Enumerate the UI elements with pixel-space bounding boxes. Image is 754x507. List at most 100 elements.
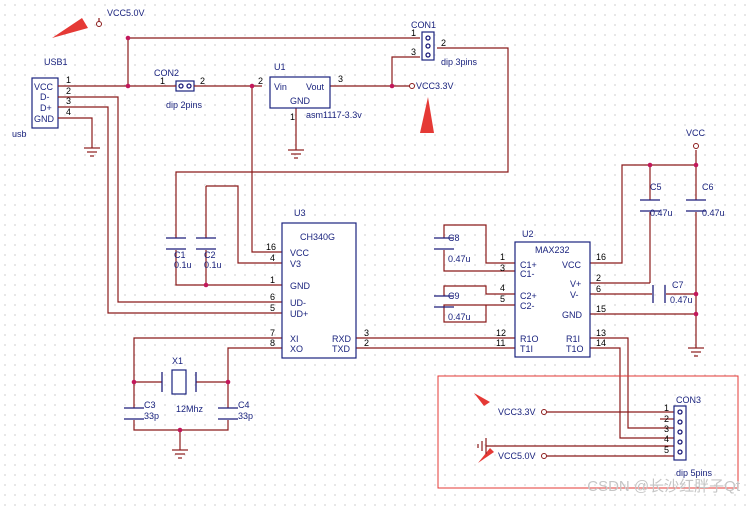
- u3-num-1: 1: [270, 275, 275, 285]
- vcc-right-label: VCC: [686, 128, 706, 138]
- c4-val: 33p: [238, 411, 253, 421]
- usb1-num-4: 4: [66, 107, 71, 117]
- u2-num-12: 12: [496, 328, 506, 338]
- con3-num-1: 1: [664, 403, 669, 413]
- c8-ref: C8: [448, 233, 460, 243]
- usb1-num-3: 3: [66, 96, 71, 106]
- u3-num-6: 6: [270, 292, 275, 302]
- u3-num-2: 2: [364, 338, 369, 348]
- c3-ref: C3: [144, 400, 156, 410]
- vcc5-box-net: VCC5.0V: [498, 451, 547, 461]
- usb1-pin-gnd: GND: [34, 114, 55, 124]
- c4-ref: C4: [238, 400, 250, 410]
- annotation-arrow-top: [52, 18, 88, 38]
- annotation-arrow-box-1: [474, 393, 490, 406]
- con2-desc: dip 2pins: [166, 100, 203, 110]
- watermark-text: CSDN @长沙红胖子Qt: [587, 478, 740, 495]
- u1-ref: U1: [274, 62, 286, 72]
- u2-pin-gnd: GND: [562, 310, 583, 320]
- c7-ref: C7: [672, 280, 684, 290]
- u1-pin-out: 3: [338, 74, 343, 84]
- usb1-num-2: 2: [66, 86, 71, 96]
- u3-pin-v3: V3: [290, 259, 301, 269]
- usb1-ref: USB1: [44, 57, 68, 67]
- u3-num-4: 4: [270, 253, 275, 263]
- con1-ref: CON1: [411, 20, 436, 30]
- u2-num-11: 11: [496, 338, 505, 348]
- u1-gnd: GND: [290, 96, 311, 106]
- con3-num-4: 4: [664, 434, 669, 444]
- con3-num-3: 3: [664, 424, 669, 434]
- u1-vout: Vout: [306, 82, 325, 92]
- c9-val: 0.47u: [448, 312, 471, 322]
- u1-regulator: U1 Vin Vout GND 2 3 1 asm1117-3.3v: [258, 62, 362, 122]
- vcc33-mid-net: VCC3.3V: [409, 81, 454, 91]
- c6-capacitor: C6 0.47u: [686, 182, 725, 218]
- x1-ref: X1: [172, 356, 183, 366]
- con2-pin2: 2: [200, 76, 205, 86]
- u2-num-5: 5: [500, 294, 505, 304]
- x1-crystal: X1 12Mhz: [161, 356, 204, 414]
- u2-num-14: 14: [596, 338, 606, 348]
- u3-num-5: 5: [270, 303, 275, 313]
- con3-num-2: 2: [664, 414, 669, 424]
- u2-pin-c2minus: C2-: [520, 301, 535, 311]
- u2-pin-c1minus: C1-: [520, 269, 535, 279]
- u2-num-3: 3: [500, 263, 505, 273]
- u2-num-1: 1: [500, 252, 505, 262]
- vcc33-mid-label: VCC3.3V: [416, 81, 454, 91]
- c8-capacitor: C8 0.47u: [434, 233, 471, 264]
- u3-num-8: 8: [270, 338, 275, 348]
- con1-pin3: 3: [411, 47, 416, 57]
- u2-part: MAX232: [535, 245, 570, 255]
- u3-pin-vcc: VCC: [290, 248, 310, 258]
- c9-capacitor: C9 0.47u: [434, 291, 471, 322]
- u2-pin-r1o: R1O: [520, 334, 539, 344]
- u2-num-4: 4: [500, 283, 505, 293]
- c5-val: 0.47u: [650, 208, 673, 218]
- u3-ch340g: U3 CH340G VCC V3 GND UD- UD+ XI XO RXD T…: [266, 208, 369, 359]
- c6-val: 0.47u: [702, 208, 725, 218]
- u2-num-13: 13: [596, 328, 606, 338]
- u3-pin-xo: XO: [290, 344, 303, 354]
- u2-pin-vcc: VCC: [562, 260, 582, 270]
- vcc5-top-label: VCC5.0V: [107, 8, 145, 18]
- junctions: [125, 35, 699, 433]
- u2-pin-t1o: T1O: [566, 344, 584, 354]
- u3-num-16: 16: [266, 242, 276, 252]
- u2-ref: U2: [522, 229, 534, 239]
- con1-pin1: 1: [411, 28, 416, 38]
- u2-num-16: 16: [596, 252, 606, 262]
- u2-num-6: 6: [596, 284, 601, 294]
- vcc5-box-label: VCC5.0V: [498, 451, 536, 461]
- con2-jumper: CON2 1 2 dip 2pins: [150, 68, 220, 110]
- u2-pin-c1plus: C1+: [520, 260, 537, 270]
- u1-pin-in: 2: [258, 76, 263, 86]
- u2-num-2: 2: [596, 273, 601, 283]
- usb1-connector: USB1 VCC D- D+ GND usb 1 2 3 4: [12, 57, 71, 139]
- c4-capacitor: C4 33p: [218, 400, 253, 421]
- u1-part: asm1117-3.3v: [306, 110, 362, 120]
- c1-ref: C1: [174, 250, 186, 260]
- vcc33-box-label: VCC3.3V: [498, 407, 536, 417]
- u3-pin-xi: XI: [290, 334, 299, 344]
- u2-num-15: 15: [596, 304, 606, 314]
- vcc5-top-net: VCC5.0V: [96, 8, 145, 27]
- con3-highlight-box: [437, 375, 739, 489]
- con3-connector: CON3 1 2 3 4 5 dip 5pins: [664, 395, 713, 478]
- u3-pin-udminus: UD-: [290, 298, 306, 308]
- usb1-pin-dplus: D+: [40, 103, 52, 113]
- usb1-num-1: 1: [66, 75, 71, 85]
- u2-pin-vplus: V+: [570, 279, 581, 289]
- usb1-pin-dminus: D-: [40, 92, 50, 102]
- vcc-right-net: VCC: [686, 128, 706, 149]
- c5-ref: C5: [650, 182, 662, 192]
- ground-symbols: [84, 147, 704, 459]
- u1-pin-gnd: 1: [290, 112, 295, 122]
- c1-capacitor: C1 0.1u: [166, 237, 192, 270]
- u1-vin: Vin: [274, 82, 287, 92]
- usb1-footprint: usb: [12, 129, 27, 139]
- c7-capacitor: C7 0.47u: [652, 280, 693, 305]
